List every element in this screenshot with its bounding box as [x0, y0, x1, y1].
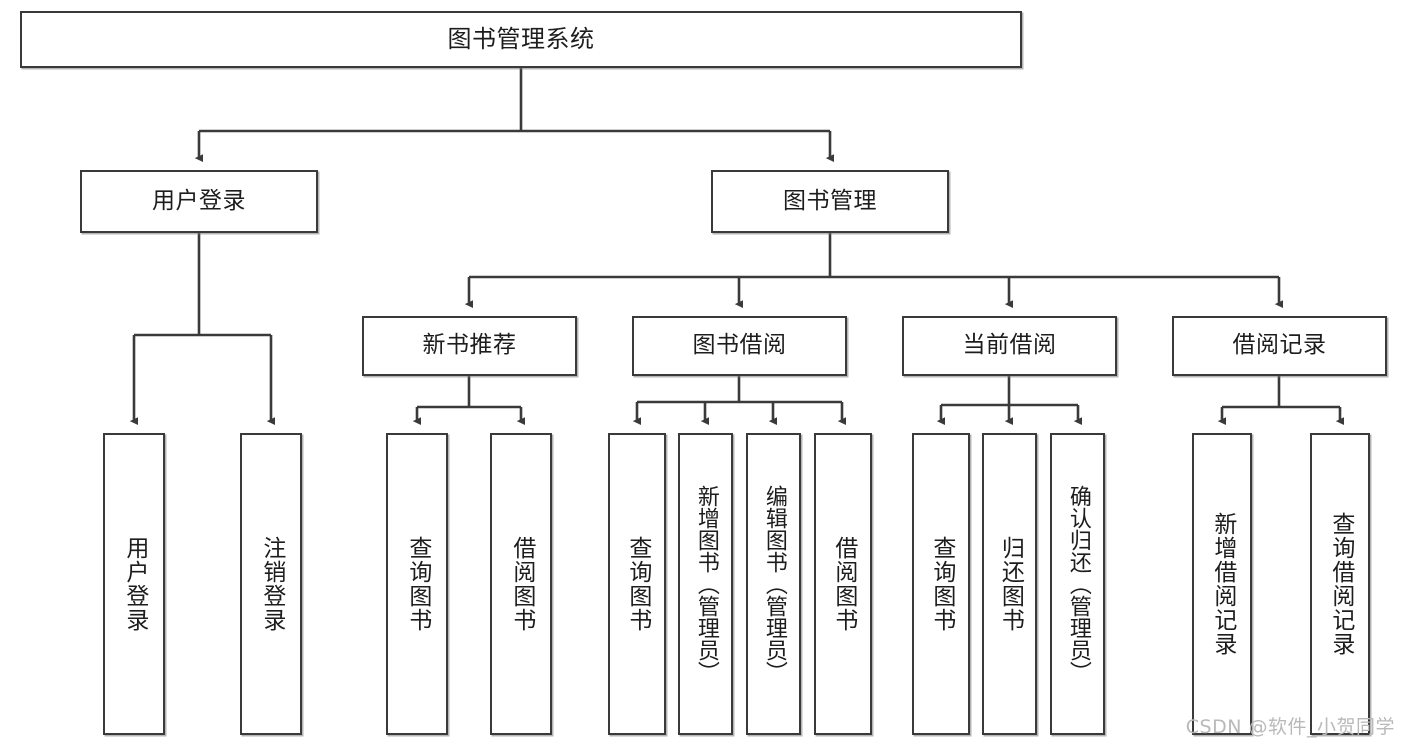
node-label: 确认归还（管理员）: [1065, 485, 1091, 683]
leaf-current-confirm-return-admin[interactable]: 确认归还（管理员）: [1050, 433, 1105, 735]
node-new-book-recommend[interactable]: 新书推荐: [362, 316, 577, 376]
node-label: 图书管理系统: [447, 25, 595, 54]
leaf-borrow-edit-book-admin[interactable]: 编辑图书（管理员）: [746, 433, 801, 735]
node-label: 新书推荐: [422, 332, 517, 359]
node-label: 借阅图书: [508, 536, 535, 632]
node-label: 注销登录: [258, 536, 285, 632]
node-label: 新增借阅记录: [1209, 512, 1236, 656]
node-book-borrow[interactable]: 图书借阅: [632, 316, 847, 376]
csdn-watermark: CSDN @软件_小贺同学: [1185, 716, 1395, 738]
leaf-record-add-record[interactable]: 新增借阅记录: [1192, 433, 1252, 735]
node-borrow-record[interactable]: 借阅记录: [1172, 316, 1387, 376]
leaf-record-query-record[interactable]: 查询借阅记录: [1310, 433, 1370, 735]
node-label: 查询图书: [928, 536, 955, 632]
node-current-borrow[interactable]: 当前借阅: [902, 316, 1117, 376]
node-book-management[interactable]: 图书管理: [711, 170, 949, 233]
leaf-borrow-query-book[interactable]: 查询图书: [608, 433, 666, 735]
leaf-current-query-book[interactable]: 查询图书: [912, 433, 970, 735]
node-label: 查询借阅记录: [1327, 512, 1354, 656]
node-label: 归还图书: [997, 536, 1024, 632]
node-user-login[interactable]: 用户登录: [80, 170, 318, 233]
leaf-user-login-signin[interactable]: 用户登录: [103, 433, 165, 735]
node-label: 借阅图书: [830, 536, 857, 632]
node-root-system[interactable]: 图书管理系统: [20, 11, 1022, 68]
node-label: 图书借阅: [692, 332, 787, 359]
node-label: 新增图书（管理员）: [693, 485, 719, 683]
node-label: 用户登录: [121, 536, 148, 632]
leaf-recommend-query-book[interactable]: 查询图书: [386, 433, 448, 735]
node-label: 借阅记录: [1232, 332, 1327, 359]
leaf-borrow-borrow-book[interactable]: 借阅图书: [814, 433, 872, 735]
node-label: 查询图书: [624, 536, 651, 632]
leaf-current-return-book[interactable]: 归还图书: [982, 433, 1037, 735]
leaf-recommend-borrow-book[interactable]: 借阅图书: [490, 433, 552, 735]
node-label: 查询图书: [404, 536, 431, 632]
node-label: 编辑图书（管理员）: [761, 485, 787, 683]
node-label: 当前借阅: [962, 332, 1057, 359]
node-label: 用户登录: [152, 187, 246, 214]
node-label: 图书管理: [783, 187, 877, 214]
leaf-borrow-add-book-admin[interactable]: 新增图书（管理员）: [678, 433, 733, 735]
leaf-user-login-signout[interactable]: 注销登录: [240, 433, 302, 735]
